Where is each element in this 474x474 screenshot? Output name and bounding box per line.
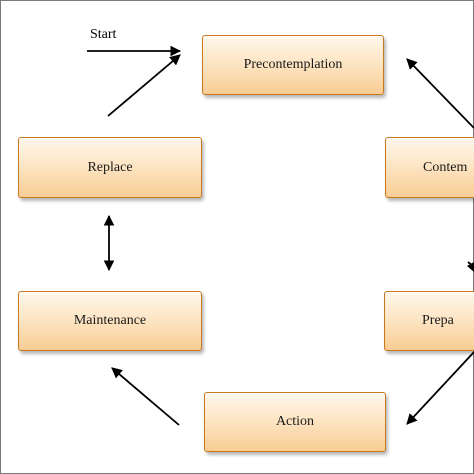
stage-label: Replace bbox=[87, 159, 133, 175]
arrow-preparation-to-action bbox=[406, 351, 474, 425]
arrowhead-contemplation-to-preparation bbox=[467, 262, 474, 272]
stage-label: Maintenance bbox=[73, 313, 147, 328]
stage-precontemplation: Precontemplation bbox=[202, 35, 384, 95]
arrow-replace-to-precontemplation bbox=[107, 54, 181, 117]
start-label: Start bbox=[90, 27, 117, 42]
stage-label: Contem bbox=[423, 159, 468, 175]
stage-action: Action bbox=[204, 392, 386, 452]
stage-replace: Replace bbox=[18, 137, 202, 198]
stage-label: Precontemplation bbox=[243, 57, 343, 72]
stage-maintenance: Maintenance bbox=[18, 291, 202, 351]
arrow-action-to-maintenance bbox=[111, 367, 180, 426]
stage-label: Action bbox=[275, 414, 315, 429]
stage-contemplation: Contem bbox=[385, 137, 474, 198]
stage-preparation: Prepa bbox=[384, 291, 474, 351]
arrow-contemplation-to-precontemplation bbox=[406, 58, 474, 129]
stage-label: Prepa bbox=[422, 313, 454, 328]
